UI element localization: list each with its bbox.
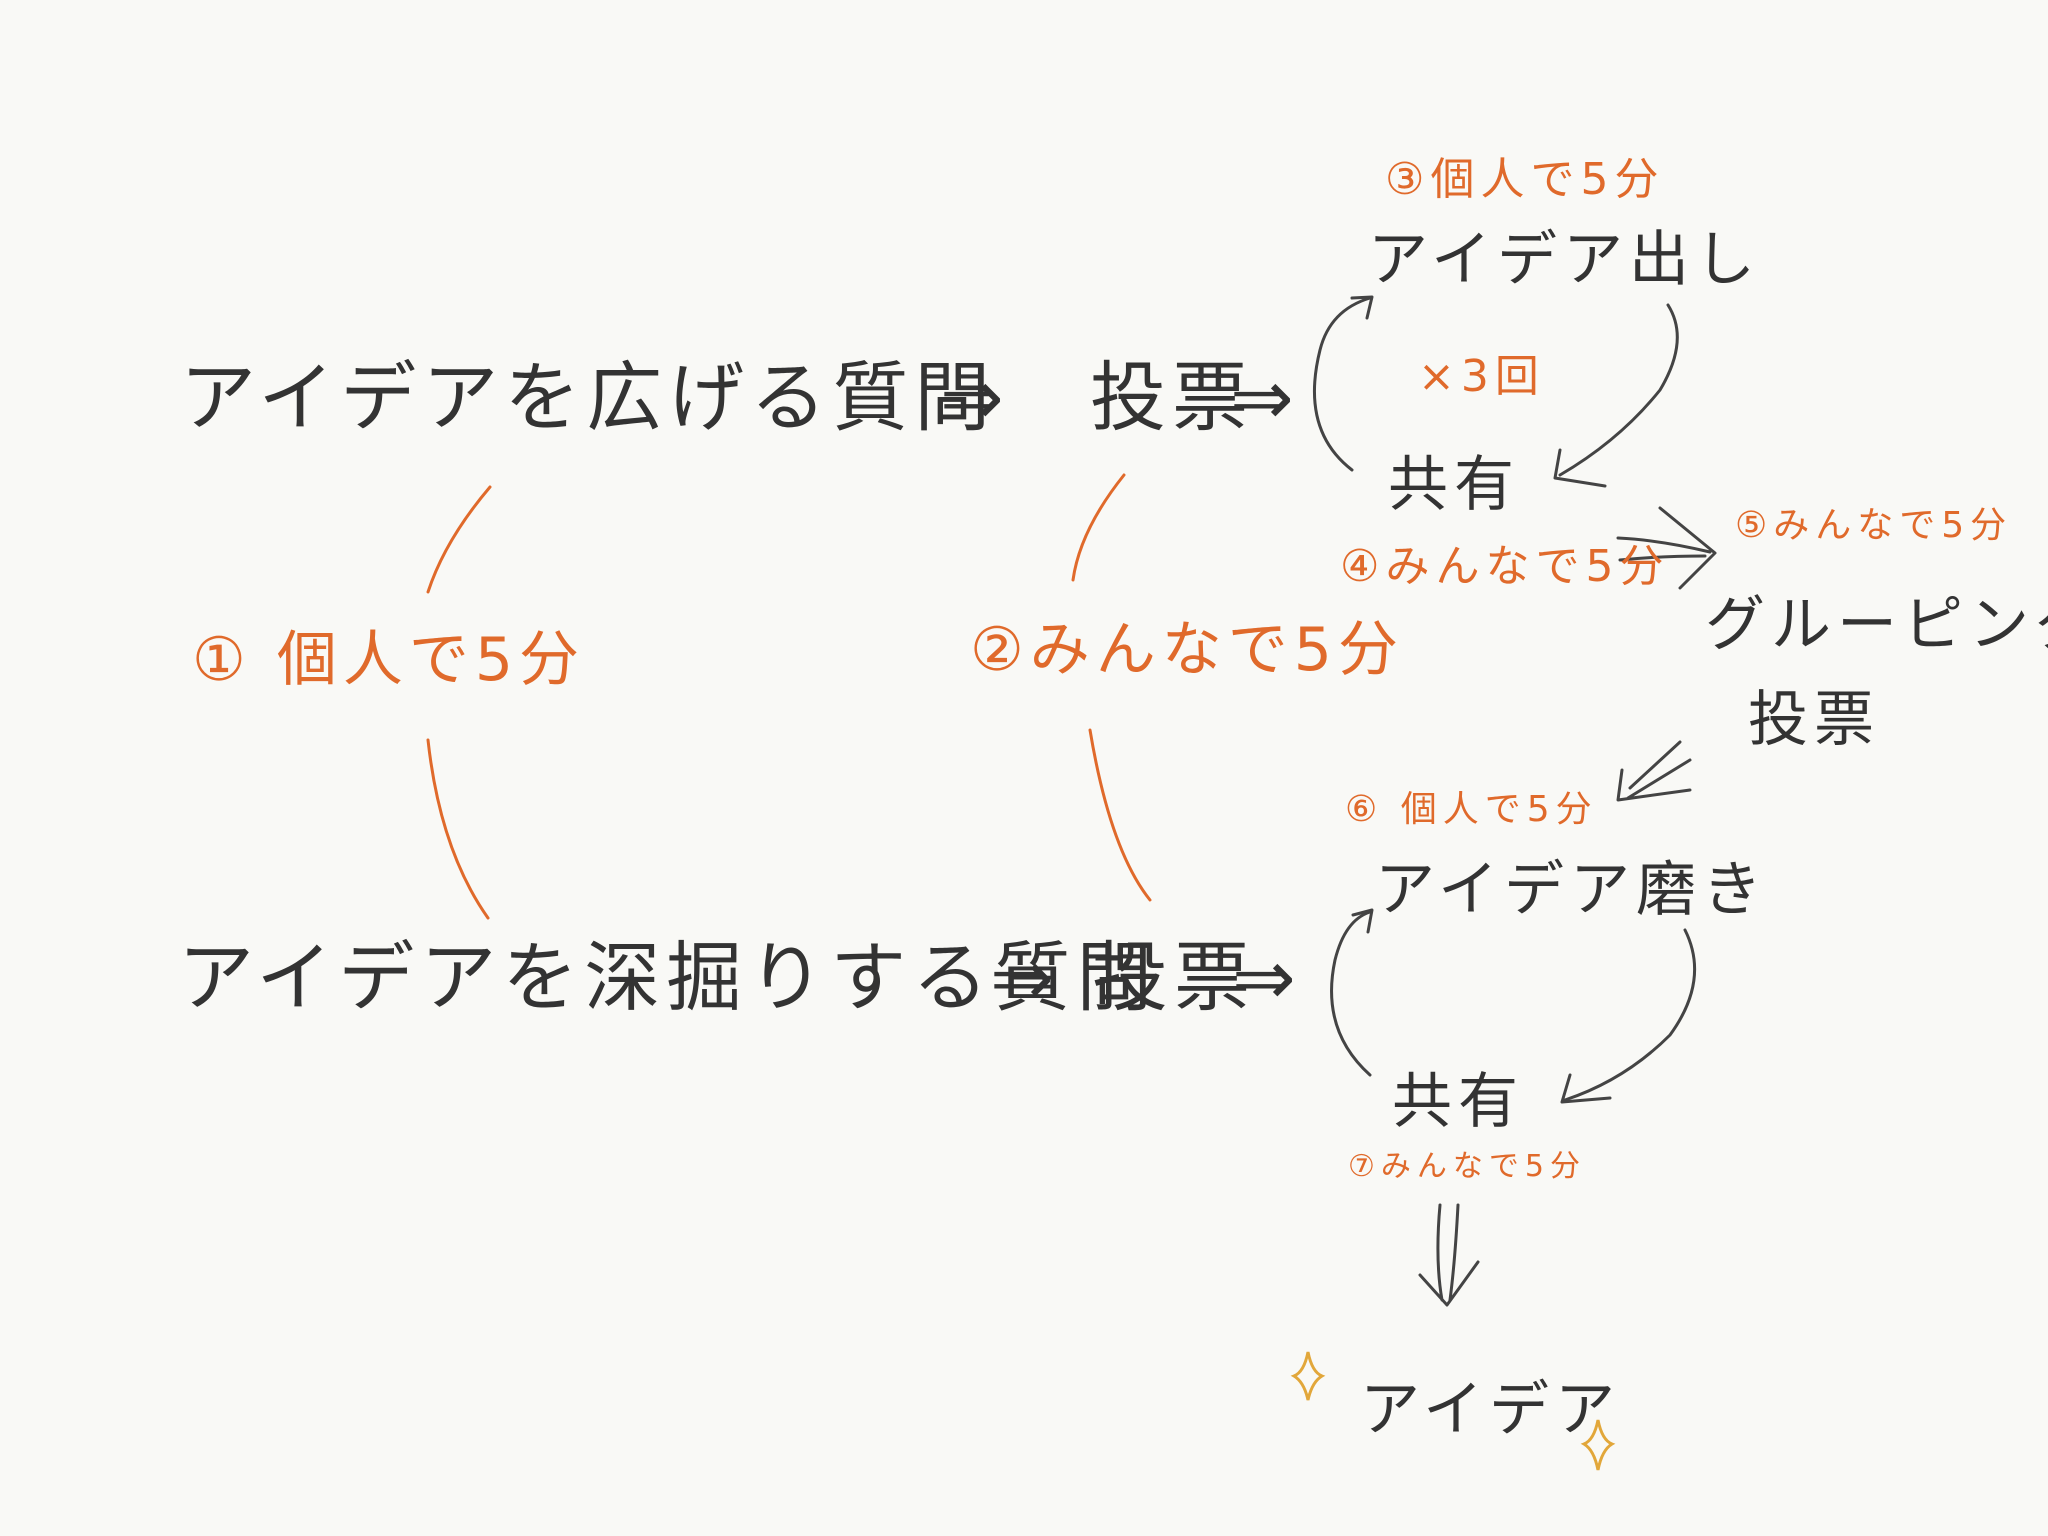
step-2-label: ②みんなで5分: [970, 615, 1404, 685]
top-vote-label: 投票: [1090, 353, 1254, 442]
deepen-question-label: アイデアを深掘りする質問: [178, 933, 1159, 1022]
grouping-arrow: [1616, 506, 1717, 590]
idea-refinement-label: アイデア磨き: [1375, 855, 1768, 925]
connector-arc-left-bottom: [426, 738, 490, 920]
cycle2-down-arrow: [1563, 928, 1697, 1102]
cycle2-up-arrow: [1330, 910, 1372, 1077]
grouping-vote-label: 投票: [1748, 685, 1880, 755]
result-down-arrow: [1418, 1203, 1480, 1307]
cycle2-share-label: 共有: [1392, 1067, 1524, 1137]
bottom-vote-arrow: ⇒: [1232, 933, 1302, 1022]
step-7-label: ⑦みんなで5分: [1348, 1149, 1586, 1184]
grouping-label: グルーピング: [1705, 590, 2048, 660]
step-1-label: ① 個人で5分: [192, 625, 586, 695]
idea-generation-label: アイデア出し: [1368, 225, 1761, 295]
broaden-question-label: アイデアを広げる質問: [180, 353, 997, 442]
cycle1-down-arrow: [1558, 303, 1679, 477]
step-6-label: ⑥ 個人で5分: [1345, 789, 1598, 830]
result-idea-label: アイデア: [1360, 1375, 1621, 1445]
connector-arc-mid-bottom: [1088, 728, 1152, 902]
cycle2-down-arrowhead: [1560, 1073, 1612, 1104]
sparkle-icon: [1290, 1351, 1326, 1401]
step-4-label: ④みんなで5分: [1340, 541, 1670, 592]
cycle1-up-arrowhead: [1350, 295, 1374, 320]
step-5-label: ⑤みんなで5分: [1735, 505, 2013, 546]
repeat-count-label: ×3回: [1418, 351, 1545, 402]
grouping-out-arrow: [1616, 740, 1692, 802]
connector-arc-mid-top: [1071, 473, 1126, 582]
cycle2-up-arrowhead: [1351, 908, 1374, 934]
step-3-label: ③個人で5分: [1385, 154, 1665, 205]
cycle1-share-label: 共有: [1388, 450, 1520, 520]
sparkle-icon: [1580, 1419, 1616, 1471]
bottom-vote-label: 投票: [1092, 933, 1256, 1022]
connector-arc-left-top: [426, 485, 492, 594]
bottom-row-arrow: ⇒: [990, 933, 1060, 1022]
top-vote-arrow: ⇒: [1230, 353, 1300, 442]
cycle1-up-arrow: [1313, 296, 1372, 472]
cycle1-down-arrowhead: [1553, 448, 1607, 488]
top-row-arrow: ⇒: [940, 353, 1010, 442]
